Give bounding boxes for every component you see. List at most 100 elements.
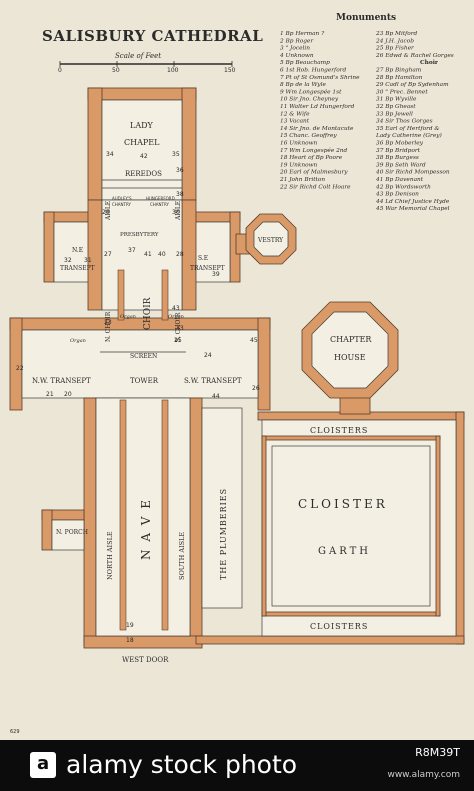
label-garth: GARTH xyxy=(318,546,371,557)
num-37: 37 xyxy=(128,247,136,254)
label-organ-l: Organ xyxy=(70,338,86,344)
num-22: 22 xyxy=(16,365,24,372)
label-tower: TOWER xyxy=(130,377,159,385)
legend-right-item: 42 Bp Wordsworth xyxy=(375,184,431,190)
scale-tick-100: 100 xyxy=(167,67,179,74)
num-20: 20 xyxy=(64,391,72,398)
label-sw-transept: S.W. TRANSEPT xyxy=(184,377,242,385)
num-45: 45 xyxy=(250,337,258,344)
label-reredos: REREDOS xyxy=(125,170,162,178)
label-nave: N A V E xyxy=(139,498,153,560)
label-se-transept-b: TRANSEPT xyxy=(190,265,225,272)
label-chapel: CHAPEL xyxy=(124,138,160,147)
legend-right-item: 41 Bp Davenant xyxy=(375,177,424,183)
legend-right-item: 45 War Memorial Chapel xyxy=(375,206,450,212)
num-21: 21 xyxy=(46,391,54,398)
scale-bar xyxy=(59,61,233,67)
legend-right-item: 37 Bp Bridport xyxy=(376,148,421,154)
label-chapter-b: HOUSE xyxy=(334,353,366,362)
footer-website: www.alamy.com xyxy=(387,770,460,780)
num-25: 25 xyxy=(174,337,182,344)
scale-tick-0: 0 xyxy=(58,67,62,74)
stock-photo-footer: a alamy stock photo R8M39T www.alamy.com xyxy=(0,740,474,791)
legend-left-item: 8 Bp de la Wyle xyxy=(280,82,326,88)
legend-left-item: 20 Earl of Malmesbury xyxy=(279,170,348,176)
num-40: 40 xyxy=(158,251,166,258)
label-chantry-d: CHANTRY xyxy=(150,202,169,207)
label-cloister: CLOISTER xyxy=(298,497,388,511)
num-28: 28 xyxy=(176,251,184,258)
label-n-porch: N. PORCH xyxy=(56,529,88,536)
num-26: 26 xyxy=(252,385,260,392)
num-18: 18 xyxy=(126,637,134,644)
label-chantry-a: AUDLEY'S xyxy=(112,196,132,201)
num-29: 29 xyxy=(102,209,110,216)
legend-right-item: 39 Bp Seth Ward xyxy=(376,162,426,168)
legend-right-item: 28 Bp Hamilton xyxy=(375,75,423,81)
num-39: 39 xyxy=(212,271,220,278)
label-organ-c: Organ xyxy=(120,314,136,320)
chapter-house-floor xyxy=(311,311,389,389)
legend-left-item: 14 Sir Jno. de Montacute xyxy=(280,126,354,132)
num-31: 31 xyxy=(84,257,92,264)
label-cloisters-top: CLOISTERS xyxy=(310,426,368,435)
legend-right-item: 29 Cadl of Bp Sydenham xyxy=(375,82,449,88)
legend-right-item: 35 Earl of Hertford & xyxy=(376,126,440,132)
interior-columns xyxy=(100,179,186,631)
label-aisle-top-s: AISLE xyxy=(175,201,182,221)
legend-right-item: 23 Bp Mitford xyxy=(375,31,418,37)
legend-left-item: 9 Wm Longespée 1st xyxy=(280,88,342,95)
legend-left-item: 4 Unknown xyxy=(279,53,314,59)
label-ne-transept-b: TRANSEPT xyxy=(60,265,95,272)
legend-left-item: 22 Sir Richd Colt Hoare xyxy=(279,184,351,190)
label-aisle-top-n: AISLE xyxy=(105,201,112,221)
legend-left-item: 16 Unknown xyxy=(280,141,318,147)
label-plumberies: THE PLUMBERIES xyxy=(219,488,228,580)
label-screen: SCREEN xyxy=(130,353,157,360)
legend-left-item: 12 & Wife xyxy=(280,111,310,117)
legend-left-item: 18 Heart of Bp Poore xyxy=(280,155,343,161)
legend-right-item: 40 Sir Richd Mompesson xyxy=(375,170,450,176)
label-south-aisle: SOUTH AISLE xyxy=(178,532,186,580)
label-nw-transept: N.W. TRANSEPT xyxy=(32,377,91,385)
legend-right-item: 32 Bp Gheast xyxy=(376,104,416,110)
legend-right-item: 36 Bp Moberley xyxy=(376,141,424,147)
legend-right-item: 25 Bp Fisher xyxy=(375,46,415,52)
legend-left-item: 13 Vacant xyxy=(280,119,310,125)
num-27: 27 xyxy=(104,251,112,258)
legend-right-item: 33 Bp Jewell xyxy=(376,111,413,117)
label-west-door: WEST DOOR xyxy=(122,656,169,664)
legend-left-item: 5 Bp Beauchamp xyxy=(280,60,330,66)
num-35: 35 xyxy=(172,151,180,158)
legend-right-item: 27 Bp Bingham xyxy=(375,68,422,74)
vestry-floor xyxy=(253,221,289,257)
legend-right-item: Choir xyxy=(420,60,439,66)
num-30: 30 xyxy=(172,209,180,216)
legend-right-item: 26 Edwd & Rachel Gorges xyxy=(375,53,454,59)
label-n-choir-aisle: N. CHOIR xyxy=(105,311,112,342)
legend-left-item: 6 1st Rob. Hungerford xyxy=(280,68,346,74)
label-cloisters-bottom: CLOISTERS xyxy=(310,622,368,631)
label-vestry: VESTRY xyxy=(257,237,284,244)
num-23: 23 xyxy=(104,319,112,326)
num-41: 41 xyxy=(144,251,152,258)
alamy-logo-icon: a xyxy=(30,752,56,778)
label-organ-r: Organ xyxy=(168,314,184,320)
legend-left-item: 21 John Britton xyxy=(279,177,325,183)
legend-right-item: 31 Bp Wyville xyxy=(376,97,417,103)
scale-label: Scale of Feet xyxy=(115,52,161,60)
label-ne-transept-a: N.E xyxy=(72,247,83,254)
num-24: 24 xyxy=(204,352,212,359)
num-32: 32 xyxy=(64,257,72,264)
label-chapter-a: CHAPTER xyxy=(330,335,372,344)
legend-right-item: 34 Sir Thos Gorges xyxy=(376,119,433,125)
num-33: 33 xyxy=(176,325,184,332)
num-43: 43 xyxy=(172,305,180,312)
legend-left-item: 2 Bp Roger xyxy=(279,38,314,44)
scale-tick-50: 50 xyxy=(112,67,120,74)
footer-brand: alamy stock photo xyxy=(66,750,298,779)
map-title: SALISBURY CATHEDRAL xyxy=(42,27,263,45)
scale-tick-150: 150 xyxy=(224,67,236,74)
legend-left-item: 15 Chanc. Geoffrey xyxy=(280,133,337,139)
